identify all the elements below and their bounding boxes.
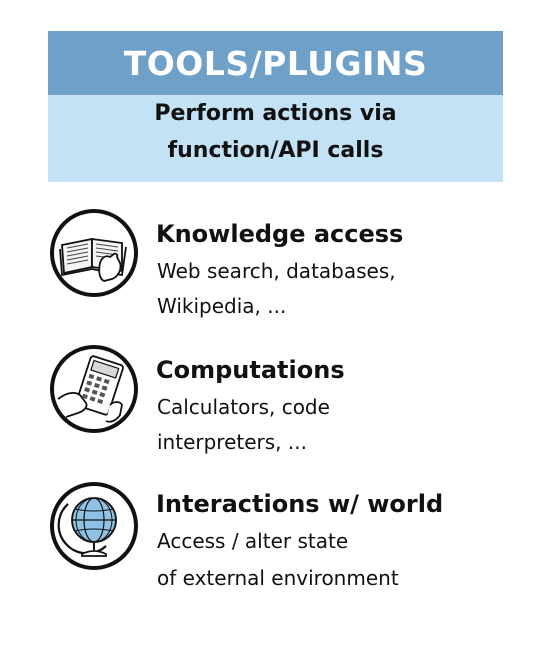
calculator-icon (50, 345, 138, 433)
item-description-line-2: interpreters, ... (157, 430, 307, 454)
subheader-banner: Perform actions via function/API calls (48, 95, 503, 182)
item-title: Interactions w/ world (156, 490, 444, 518)
globe-icon (50, 482, 138, 570)
item-description-line-1: Calculators, code (157, 395, 330, 419)
item-title: Computations (156, 356, 345, 384)
item-title: Knowledge access (156, 220, 404, 248)
subheader-line-1: Perform actions via (154, 101, 397, 126)
item-description-line-1: Access / alter state (157, 529, 349, 553)
item-description-line-2: Wikipedia, ... (157, 294, 287, 318)
subheader-line-2: function/API calls (167, 138, 384, 163)
item-description-line-2: of external environment (157, 566, 399, 590)
open-book-icon (50, 209, 138, 297)
item-description-line-1: Web search, databases, (157, 259, 396, 283)
header-title: TOOLS/PLUGINS (123, 44, 428, 83)
header-banner: TOOLS/PLUGINS (48, 31, 503, 95)
